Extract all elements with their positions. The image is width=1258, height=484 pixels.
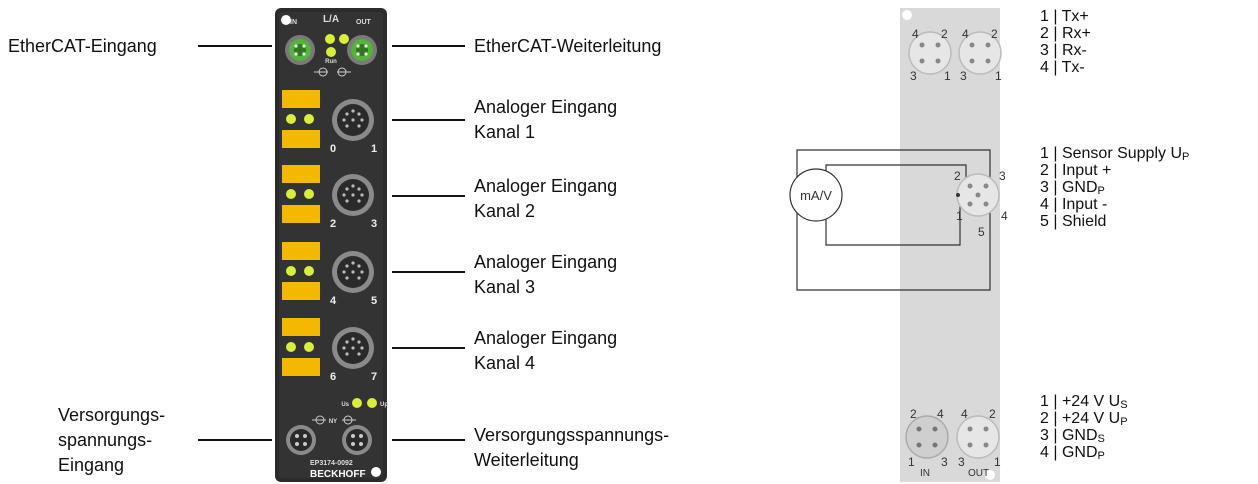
- bottom-connector-in: [905, 415, 949, 459]
- ethercat-out-connector: [347, 35, 377, 65]
- label-channel-4-line2: Kanal 4: [474, 353, 536, 373]
- top-pin-4a: 4: [912, 27, 919, 41]
- analog-pin-1: 1: [956, 209, 963, 223]
- label-supply-in-line2: spannungs-: [58, 430, 153, 450]
- channel-number-0: 0: [330, 143, 336, 155]
- pin-supply-line-2: 2 | +24 V UP: [1040, 410, 1128, 428]
- module-out-label: OUT: [356, 19, 372, 26]
- label-channel-3-line1: Analoger Eingang: [474, 252, 618, 272]
- mount-hole-top: [281, 15, 291, 25]
- channel-number-3: 3: [371, 218, 377, 230]
- module-model-label: EP3174-0092: [310, 460, 353, 467]
- top-pin-2b: 2: [991, 27, 998, 41]
- top-pin-1a: 1: [944, 69, 951, 83]
- wiring-diagram: 4 2 3 1 4 2 3 1 mA/V 2 3 1 4: [789, 8, 1008, 482]
- module-us-label: Us: [341, 402, 349, 408]
- supply-in-connector: [286, 425, 316, 455]
- analog-pin-5: 5: [978, 225, 985, 239]
- pin-ethercat-line-4: 4 | Tx-: [1040, 59, 1085, 76]
- bottom-pin-4a: 4: [937, 407, 944, 421]
- pin-analog-line-4: 4 | Input -: [1040, 196, 1108, 213]
- analog-pin-4: 4: [1001, 209, 1008, 223]
- bottom-pin-2a: 2: [910, 407, 917, 421]
- label-supply-out-line2: Weiterleitung: [474, 450, 579, 470]
- pin-analog-line-1: 1 | Sensor Supply UP: [1040, 145, 1190, 163]
- bottom-in-label: IN: [920, 468, 930, 479]
- label-channel-3-line2: Kanal 3: [474, 277, 536, 297]
- sensor-label: mA/V: [800, 188, 832, 203]
- sensor-symbol: [789, 168, 843, 222]
- ethercat-in-connector: [285, 35, 315, 65]
- channel-number-1: 1: [371, 143, 377, 155]
- top-pin-2a: 2: [941, 27, 948, 41]
- channel-number-2: 2: [330, 218, 336, 230]
- top-pin-1b: 1: [995, 69, 1002, 83]
- mount-hole-bottom: [371, 467, 381, 477]
- pin-ethercat-line-2: 2 | Rx+: [1040, 25, 1091, 42]
- module-ny-label: NY: [329, 419, 337, 425]
- bottom-out-label: OUT: [968, 468, 989, 479]
- top-pin-4b: 4: [962, 27, 969, 41]
- ethercat-arrows: [314, 67, 351, 77]
- label-channel-2-line2: Kanal 2: [474, 201, 536, 221]
- module-in-label: IN: [290, 19, 297, 26]
- bottom-pin-4b: 4: [961, 407, 968, 421]
- analog-connector: [956, 173, 1000, 217]
- top-pin-3b: 3: [960, 69, 967, 83]
- leader-lines: [198, 45, 465, 441]
- label-channel-4-line1: Analoger Eingang: [474, 328, 618, 348]
- top-connector-left: [908, 31, 952, 75]
- channel-number-5: 5: [371, 295, 377, 307]
- status-leds-top: [325, 34, 349, 57]
- analog-pin-3: 3: [999, 169, 1006, 183]
- bottom-pin-3b: 3: [958, 455, 965, 469]
- module-brand-label: BECKHOFF: [310, 469, 366, 480]
- pin-analog-line-5: 5 | Shield: [1040, 213, 1107, 230]
- pin-supply-line-3: 3 | GNDS: [1040, 427, 1105, 445]
- pin-analog-line-3: 3 | GNDP: [1040, 179, 1105, 197]
- bottom-pin-1b: 1: [994, 455, 1001, 469]
- module-up-label: Up: [380, 402, 388, 408]
- pin-supply-line-1: 1 | +24 V US: [1040, 393, 1128, 411]
- top-pin-3a: 3: [910, 69, 917, 83]
- label-ethercat-out: EtherCAT-Weiterleitung: [474, 36, 662, 56]
- label-channel-1-line2: Kanal 1: [474, 122, 536, 142]
- label-channel-1-line1: Analoger Eingang: [474, 97, 618, 117]
- power-leds: [352, 398, 377, 408]
- label-supply-in-line3: Eingang: [58, 455, 125, 475]
- label-channel-2-line1: Analoger Eingang: [474, 176, 618, 196]
- bottom-pin-1a: 1: [908, 455, 915, 469]
- label-supply-in-line1: Versorgungs-: [58, 405, 166, 425]
- supply-arrows: [312, 415, 356, 425]
- supply-out-connector: [342, 425, 372, 455]
- label-supply-out-line1: Versorgungsspannungs-: [474, 425, 670, 445]
- module-run-label: Run: [325, 59, 337, 65]
- label-ethercat-in: EtherCAT-Eingang: [8, 36, 157, 56]
- channel-number-6: 6: [330, 371, 336, 383]
- channel-number-4: 4: [330, 295, 337, 307]
- bottom-connector-out: [956, 415, 1000, 459]
- pin-analog-line-2: 2 | Input +: [1040, 162, 1112, 179]
- module-la-label: L/A: [323, 14, 339, 25]
- pin-ethercat-line-3: 3 | Rx-: [1040, 42, 1087, 59]
- top-connector-right: [958, 31, 1002, 75]
- bottom-pin-2b: 2: [989, 407, 996, 421]
- analog-pin-2: 2: [954, 169, 961, 183]
- channel-number-7: 7: [371, 371, 377, 383]
- pin-ethercat-line-1: 1 | Tx+: [1040, 8, 1089, 25]
- bottom-pin-3a: 3: [941, 455, 948, 469]
- pin-supply-line-4: 4 | GNDP: [1040, 444, 1105, 462]
